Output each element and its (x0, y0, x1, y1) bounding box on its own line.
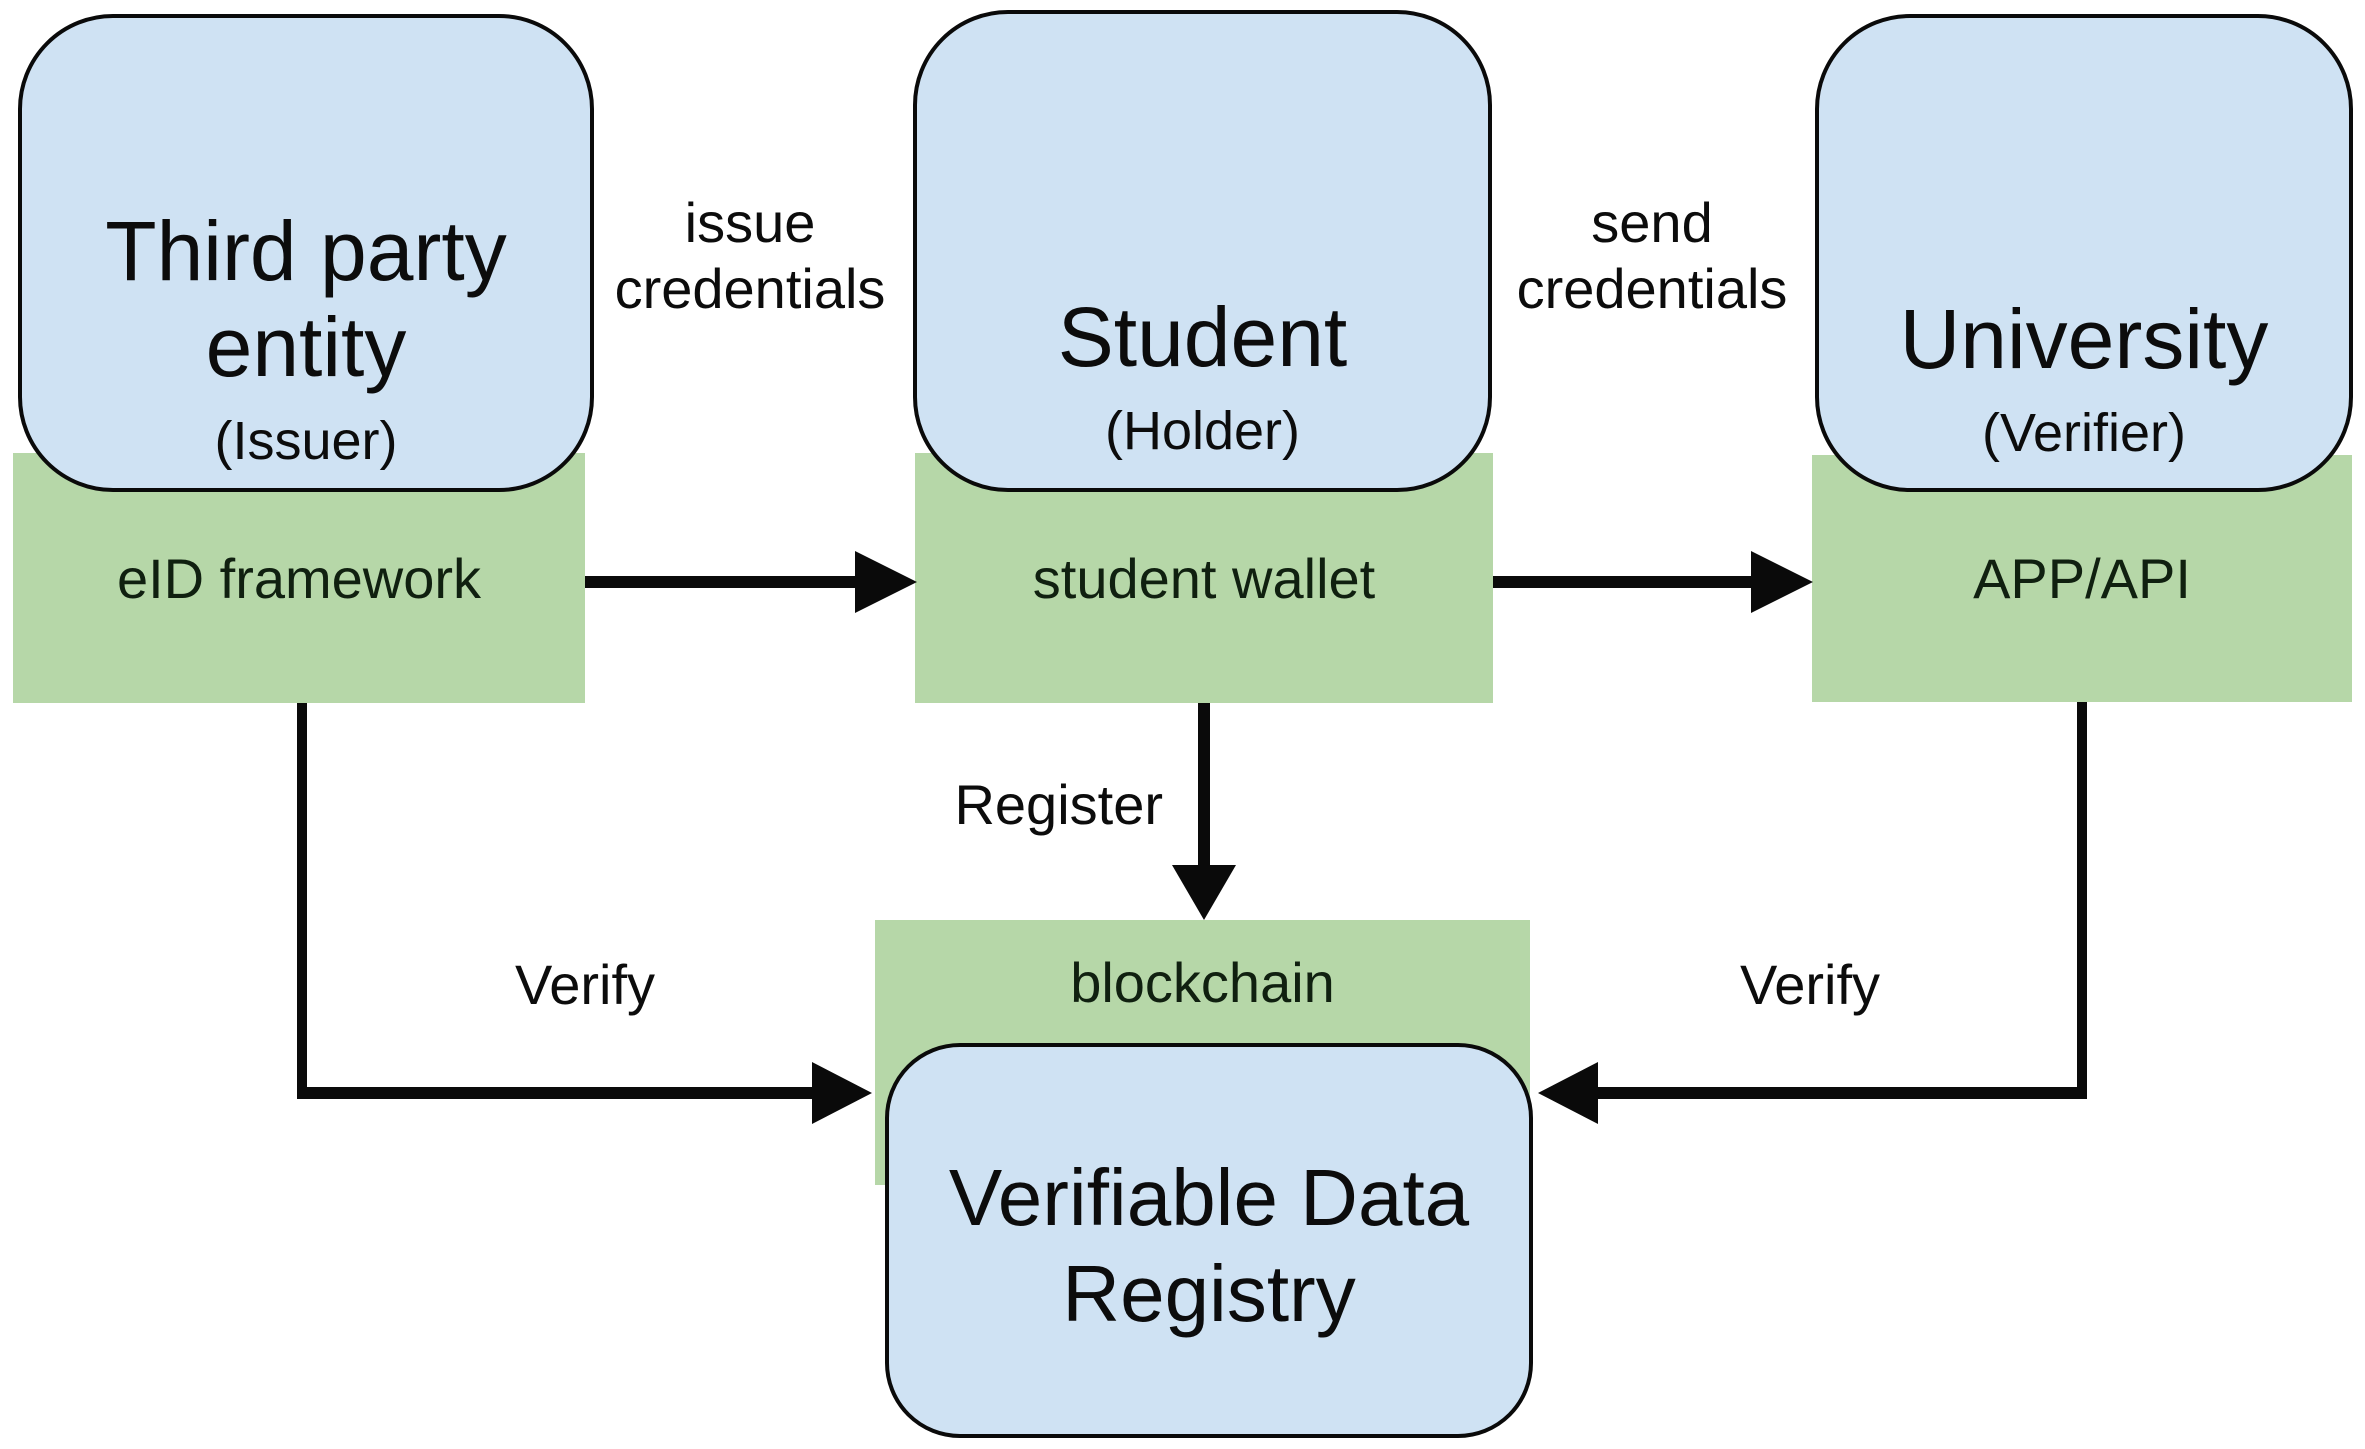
send-arrow-line (1493, 576, 1751, 588)
verifier-role-label: (Verifier) (1981, 403, 2187, 463)
issue-arrow-line (585, 576, 855, 588)
issuer-role-label: (Issuer) (214, 411, 398, 471)
issue-credentials-label: issue credentials (614, 191, 886, 320)
holder-role-label: (Holder) (1104, 401, 1301, 461)
eid-framework-box: eID framework (13, 453, 585, 703)
verify-left-arrowhead-right-icon (812, 1062, 872, 1124)
app-api-label: APP/API (1973, 547, 2191, 610)
app-api-box: APP/API (1812, 455, 2352, 702)
student-wallet-label: student wallet (1032, 546, 1376, 610)
issuer-title-line1: Third party (105, 204, 507, 298)
verify-left-vertical-line (297, 703, 307, 1099)
register-arrowhead-down-icon (1172, 865, 1236, 920)
verify-right-label: Verify (1739, 953, 1881, 1016)
verifier-title: University (1899, 292, 2269, 386)
eid-framework-label: eID framework (116, 546, 482, 610)
send-credentials-label: send credentials (1516, 191, 1788, 320)
verifier-entity-box: University (Verifier) (1815, 14, 2353, 492)
issuer-entity-box: Third party entity (Issuer) (18, 14, 594, 492)
register-arrow-line (1198, 703, 1210, 865)
blockchain-label: blockchain (1070, 951, 1335, 1014)
holder-title: Student (1057, 290, 1348, 384)
issue-arrowhead-right-icon (855, 551, 917, 613)
send-arrowhead-right-icon (1751, 551, 1813, 613)
verify-right-horizontal-line (1598, 1087, 2087, 1099)
verifiable-data-registry-box: Verifiable Data Registry (885, 1043, 1533, 1438)
register-label: Register (954, 773, 1163, 836)
verify-right-arrowhead-left-icon (1538, 1062, 1598, 1124)
verify-left-label: Verify (514, 953, 656, 1016)
verify-right-vertical-line (2077, 702, 2087, 1099)
verify-left-horizontal-line (297, 1087, 812, 1099)
student-wallet-box: student wallet (915, 453, 1493, 703)
issuer-title-line2: entity (205, 300, 407, 394)
verifiable-data-registry-label: Verifiable Data Registry (948, 1152, 1470, 1338)
holder-entity-box: Student (Holder) (913, 10, 1492, 492)
